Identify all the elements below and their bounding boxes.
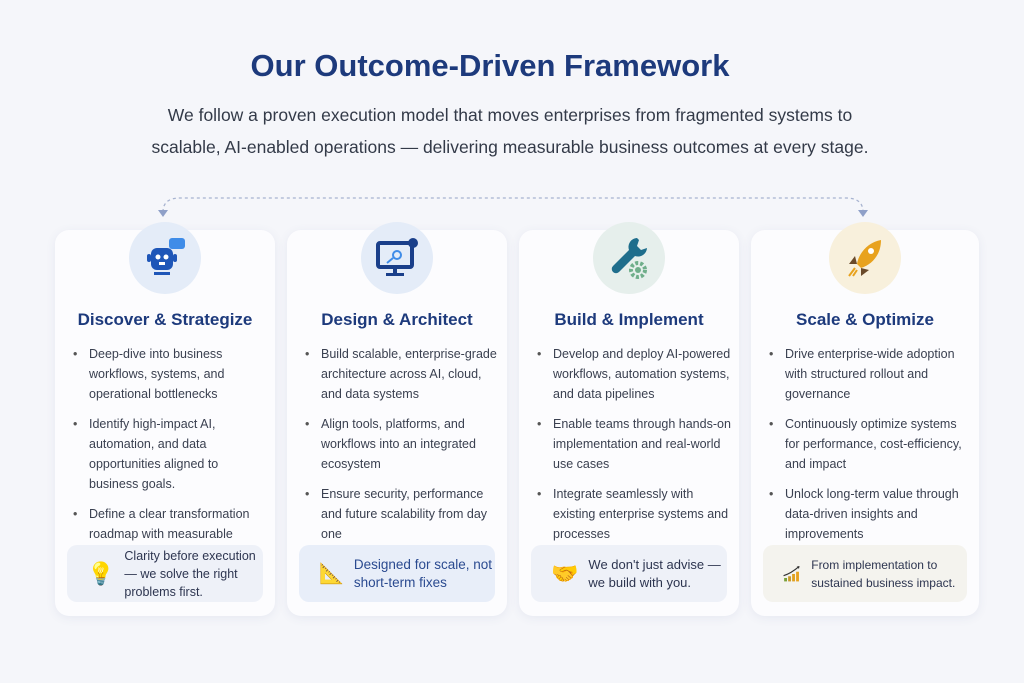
bullet: Define a clear transformation roadmap wi…	[73, 504, 269, 544]
ruler-pencil-icon: 📐	[319, 563, 344, 585]
bullet: Identify high-impact AI, automation, and…	[73, 414, 269, 494]
bullet: Develop and deploy AI-powered workflows,…	[537, 344, 733, 404]
callout-text: We don't just advise — we build with you…	[588, 556, 721, 590]
cycle-arrow-connector	[158, 197, 868, 217]
handshake-icon: 🤝	[551, 560, 579, 586]
stage-card-build: Build & Implement Develop and deploy AI-…	[519, 222, 739, 616]
callout: From implementation to sustained busines…	[763, 545, 967, 602]
growth-chart-icon	[783, 565, 800, 581]
rocket-icon	[829, 222, 901, 294]
callout: 📐 Designed for scale, not short-term fixe…	[299, 545, 495, 602]
bullet: Deep-dive into business workflows, syste…	[73, 344, 269, 404]
bullet: Drive enterprise-wide adoption with stru…	[769, 344, 973, 404]
callout-text: Designed for scale, not short-term fixes	[353, 556, 492, 590]
card-title: Discover & Strategize	[77, 310, 253, 329]
bullet: Unlock long-term value through data-driv…	[769, 484, 973, 544]
callout: 🤝 We don't just advise — we build with yo…	[531, 545, 727, 602]
callout-text: From implementation to sustained busines…	[811, 557, 956, 590]
card-title: Build & Implement	[554, 310, 704, 329]
subtitle-line: scalable, AI-enabled operations — delive…	[151, 137, 869, 157]
bullet: Build scalable, enterprise-grade archite…	[305, 344, 501, 404]
lightbulb-icon: 💡	[87, 560, 115, 586]
bullet: Enable teams through hands-on implementa…	[537, 414, 733, 474]
subtitle-line: We follow a proven execution model that …	[167, 105, 853, 125]
robot-chat-icon	[129, 222, 201, 294]
stage-card-discover: Discover & Strategize Deep-dive into bus…	[55, 222, 275, 616]
monitor-gear-icon	[361, 222, 433, 294]
callout: 💡 Clarity before execution — we solve the…	[67, 545, 263, 602]
bullet: Align tools, platforms, and workflows in…	[305, 414, 501, 474]
page-subtitle: We follow a proven execution model that …	[110, 99, 910, 163]
card-title: Scale & Optimize	[796, 310, 934, 329]
wrench-gear-icon	[593, 222, 665, 294]
bullet: Continuously optimize systems for perfor…	[769, 414, 973, 474]
stage-card-design: Design & Architect Build scalable, enter…	[287, 222, 507, 616]
bullet: Ensure security, performance and future …	[305, 484, 501, 544]
bullet: Integrate seamlessly with existing enter…	[537, 484, 733, 544]
page-title: Our Outcome-Driven Framework	[250, 48, 730, 83]
callout-text: Clarity before execution — we solve the …	[124, 548, 256, 599]
stage-card-scale: Scale & Optimize Drive enterprise-wide a…	[751, 222, 979, 616]
card-title: Design & Architect	[321, 310, 473, 329]
